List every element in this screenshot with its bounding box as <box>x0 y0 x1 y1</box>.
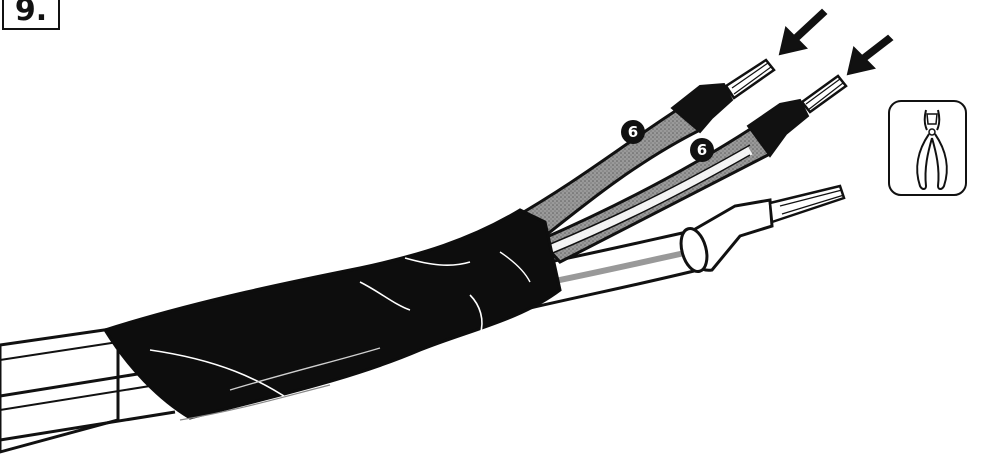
step-number: 9. <box>2 0 60 30</box>
conductor-label-badge: 6 <box>621 120 645 144</box>
white-ferrule <box>677 186 844 274</box>
arrow-icon <box>848 36 892 74</box>
conductor-label-badge: 6 <box>690 138 714 162</box>
arrow-icon <box>780 10 826 54</box>
conductor-label-text: 6 <box>697 141 707 159</box>
step-number-text: 9. <box>15 0 47 26</box>
ferrule-2 <box>748 76 846 156</box>
tape-wrap <box>105 210 560 420</box>
side-cutter-pliers-icon <box>889 101 966 195</box>
conductor-label-text: 6 <box>628 123 638 141</box>
